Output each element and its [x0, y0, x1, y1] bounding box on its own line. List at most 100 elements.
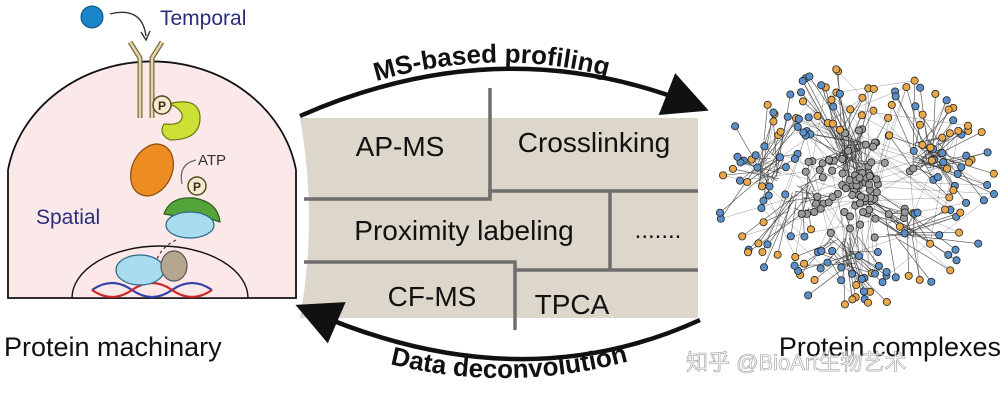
network-edge [798, 118, 950, 198]
network-node [846, 105, 855, 114]
network-edge [842, 241, 846, 305]
network-edge [843, 237, 853, 300]
network-node [798, 76, 807, 85]
network-node [857, 274, 866, 283]
network-node [828, 193, 837, 202]
temporal-label: Temporal [160, 7, 246, 30]
network-node [846, 224, 855, 233]
network-node [916, 83, 925, 92]
transcription-factor-icon [115, 254, 165, 286]
network-node [909, 146, 918, 155]
panel-divider [304, 260, 698, 272]
network-edge [805, 135, 851, 158]
network-node [945, 129, 954, 138]
network-node [935, 231, 944, 240]
network-node [954, 126, 963, 135]
network-node [773, 250, 782, 259]
network-node [989, 169, 998, 178]
network-node [801, 167, 810, 176]
network-node [759, 218, 768, 227]
network-edge [771, 116, 789, 181]
deconvolution-arrow-icon [295, 302, 701, 362]
network-node [909, 164, 918, 173]
network-node [731, 122, 740, 131]
network-node [828, 246, 837, 255]
network-node [977, 128, 986, 137]
network-edge [812, 152, 838, 162]
phospho-label-2: P [193, 180, 201, 194]
network-edge [719, 160, 782, 213]
network-node [915, 275, 924, 284]
network-node [900, 208, 909, 217]
network-node [891, 273, 900, 282]
deconvolution-arrow-label: Data deconvolution [389, 338, 630, 384]
network-node [962, 198, 971, 207]
network-edge [839, 93, 850, 146]
network-edge [868, 209, 899, 233]
network-node [939, 158, 948, 167]
network-node [904, 271, 913, 280]
network-edge [831, 99, 862, 158]
network-edge [888, 135, 912, 167]
network-node [989, 190, 998, 199]
network-node [827, 95, 836, 104]
network-node [781, 163, 790, 172]
network-node [759, 196, 768, 205]
network-node [865, 180, 874, 189]
network-node [751, 151, 760, 160]
network-node [835, 89, 844, 98]
network-edge [933, 133, 951, 162]
network-node [776, 127, 785, 136]
network-node [813, 111, 822, 120]
network-edge [849, 248, 853, 274]
network-node [715, 208, 724, 217]
network-node [895, 222, 904, 231]
network-node [848, 295, 857, 304]
network-edge [853, 130, 860, 161]
network-edge [720, 165, 758, 219]
cell-illustration: Temporal P ATP P Spatial Prote [4, 5, 297, 362]
network-node [783, 112, 792, 121]
network-node [790, 154, 799, 163]
network-edge [743, 160, 812, 230]
network-node [918, 110, 927, 119]
cell-caption: Protein machinary [4, 332, 222, 362]
network-node [738, 232, 747, 241]
network-edge [828, 132, 846, 161]
network-node [764, 191, 773, 200]
phospho-icon-2 [187, 176, 207, 196]
network-node [828, 119, 837, 128]
network-node [826, 228, 835, 237]
network-node [844, 146, 853, 155]
method-cf-ms: CF-MS [388, 281, 477, 312]
network-node [758, 248, 767, 257]
network-node [735, 176, 744, 185]
network-node [900, 229, 909, 238]
network-node [835, 125, 844, 134]
network-node [837, 263, 846, 272]
network-node [859, 287, 868, 296]
network-node [933, 173, 942, 182]
network-node [941, 205, 950, 214]
network-edge [828, 159, 857, 286]
network-node [865, 172, 874, 181]
network-node [869, 142, 878, 151]
network-node [848, 269, 857, 278]
network-edge [851, 224, 861, 251]
network-node [800, 232, 809, 241]
network-node [806, 225, 815, 234]
network-edge [905, 209, 946, 238]
network-node [804, 291, 813, 300]
network-node [871, 269, 880, 278]
network-node [829, 102, 838, 111]
network-node [916, 120, 925, 129]
network-node [902, 83, 911, 92]
network-node [804, 113, 813, 122]
methods-background [300, 118, 698, 318]
network-node [927, 277, 936, 286]
network-node [979, 196, 988, 205]
translocation-arrow-icon [155, 239, 177, 263]
network-edge [751, 159, 786, 168]
network-node [799, 128, 808, 137]
network-edge [817, 115, 837, 141]
